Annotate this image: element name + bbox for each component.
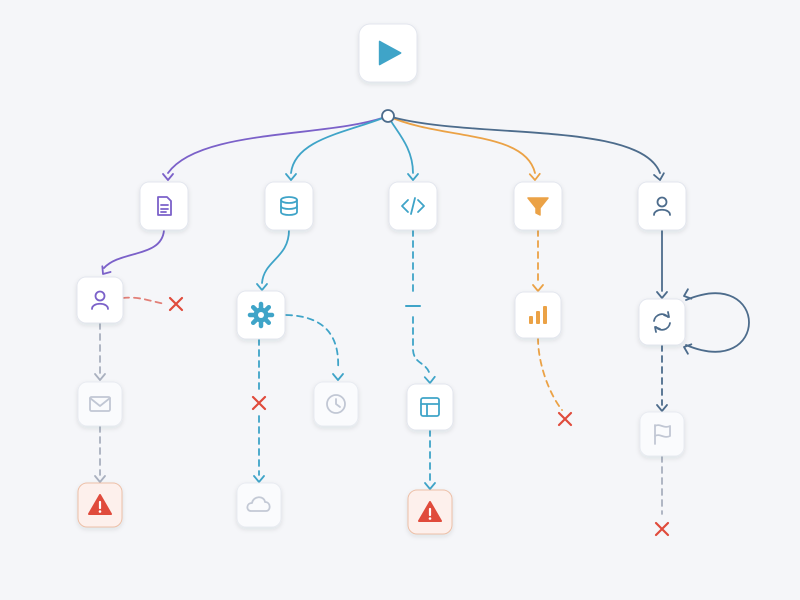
database-icon: [280, 196, 298, 216]
edge-arrow: [285, 173, 297, 181]
node-layout[interactable]: [406, 383, 454, 431]
code-icon: [401, 197, 425, 215]
edge-code-to-layout: [412, 229, 436, 384]
warning-icon: [88, 494, 112, 515]
refresh-icon: [653, 311, 671, 333]
edge-arrow: [532, 284, 544, 292]
edge-arrow: [94, 373, 106, 381]
node-chart[interactable]: [514, 291, 562, 339]
edge-arrow: [423, 375, 436, 384]
node-database[interactable]: [264, 181, 314, 231]
failure-x-icon: [557, 411, 573, 427]
node-settings[interactable]: [236, 290, 286, 340]
edge-start-to-database: [285, 115, 389, 181]
node-refresh[interactable]: [638, 298, 686, 346]
node-clock[interactable]: [313, 381, 359, 427]
layout-icon: [420, 397, 440, 417]
failure-x-icon: [654, 521, 670, 537]
edge-start-to-filter: [387, 115, 541, 181]
node-filter[interactable]: [513, 181, 563, 231]
node-user-top[interactable]: [637, 181, 687, 231]
edge-settings-to-clock: [285, 314, 344, 381]
edge-arrow: [424, 482, 436, 490]
edge-user-left-to-mail: [94, 322, 106, 381]
edge-start-to-document: [162, 115, 389, 181]
edge-arrow: [253, 475, 265, 483]
node-warning-left[interactable]: [77, 482, 123, 528]
document-icon: [157, 196, 172, 216]
node-document[interactable]: [139, 181, 189, 231]
edge-arrow: [162, 173, 174, 181]
bar-chart-icon: [529, 306, 547, 324]
nodes-layer: [76, 23, 687, 535]
mail-icon: [89, 396, 111, 412]
user-icon: [653, 196, 671, 216]
node-mail[interactable]: [77, 381, 123, 427]
edge-document-to-user-left: [101, 229, 165, 275]
edge-arrow: [656, 404, 668, 412]
edge-user-top-to-refresh: [656, 229, 668, 299]
node-cloud[interactable]: [236, 482, 282, 528]
edge-settings-to-cloud: [250, 338, 268, 483]
node-warning-mid[interactable]: [407, 489, 453, 535]
flag-icon: [654, 424, 671, 445]
node-code[interactable]: [388, 181, 438, 231]
edge-arrow: [683, 343, 693, 355]
edge-database-to-settings: [256, 229, 290, 291]
play-icon: [378, 40, 402, 66]
edge-refresh-to-flag: [656, 344, 668, 412]
filter-icon: [527, 197, 549, 216]
edge-arrow: [407, 173, 419, 181]
node-user-left[interactable]: [76, 276, 124, 324]
edge-arrow: [256, 283, 268, 291]
edges-layer: [94, 109, 750, 537]
edge-arrow: [332, 373, 344, 381]
node-start[interactable]: [358, 23, 418, 83]
warning-icon: [418, 501, 442, 522]
edge-user-left-to-end-x: [122, 296, 167, 305]
edge-refresh-to-refresh: [683, 288, 750, 355]
failure-x-icon: [251, 395, 267, 411]
gear-icon: [247, 301, 275, 329]
edge-arrow: [653, 172, 665, 181]
edge-arrow: [528, 172, 541, 181]
edge-layout-to-warning-mid: [424, 429, 436, 490]
branch-junction: [381, 109, 395, 123]
cloud-icon: [246, 496, 271, 512]
edge-start-to-user-top: [387, 115, 665, 181]
edge-chart-to-end-x: [537, 337, 563, 411]
edge-filter-to-chart: [532, 229, 544, 292]
edge-arrow: [656, 291, 668, 299]
failure-x-icon: [168, 296, 184, 312]
clock-icon: [326, 394, 346, 414]
edge-arrow: [683, 288, 693, 300]
edge-mail-to-warning-left: [94, 425, 106, 483]
user-icon: [91, 290, 109, 310]
node-flag[interactable]: [639, 411, 685, 457]
edge-arrow: [101, 265, 112, 275]
edge-arrow: [94, 475, 106, 483]
